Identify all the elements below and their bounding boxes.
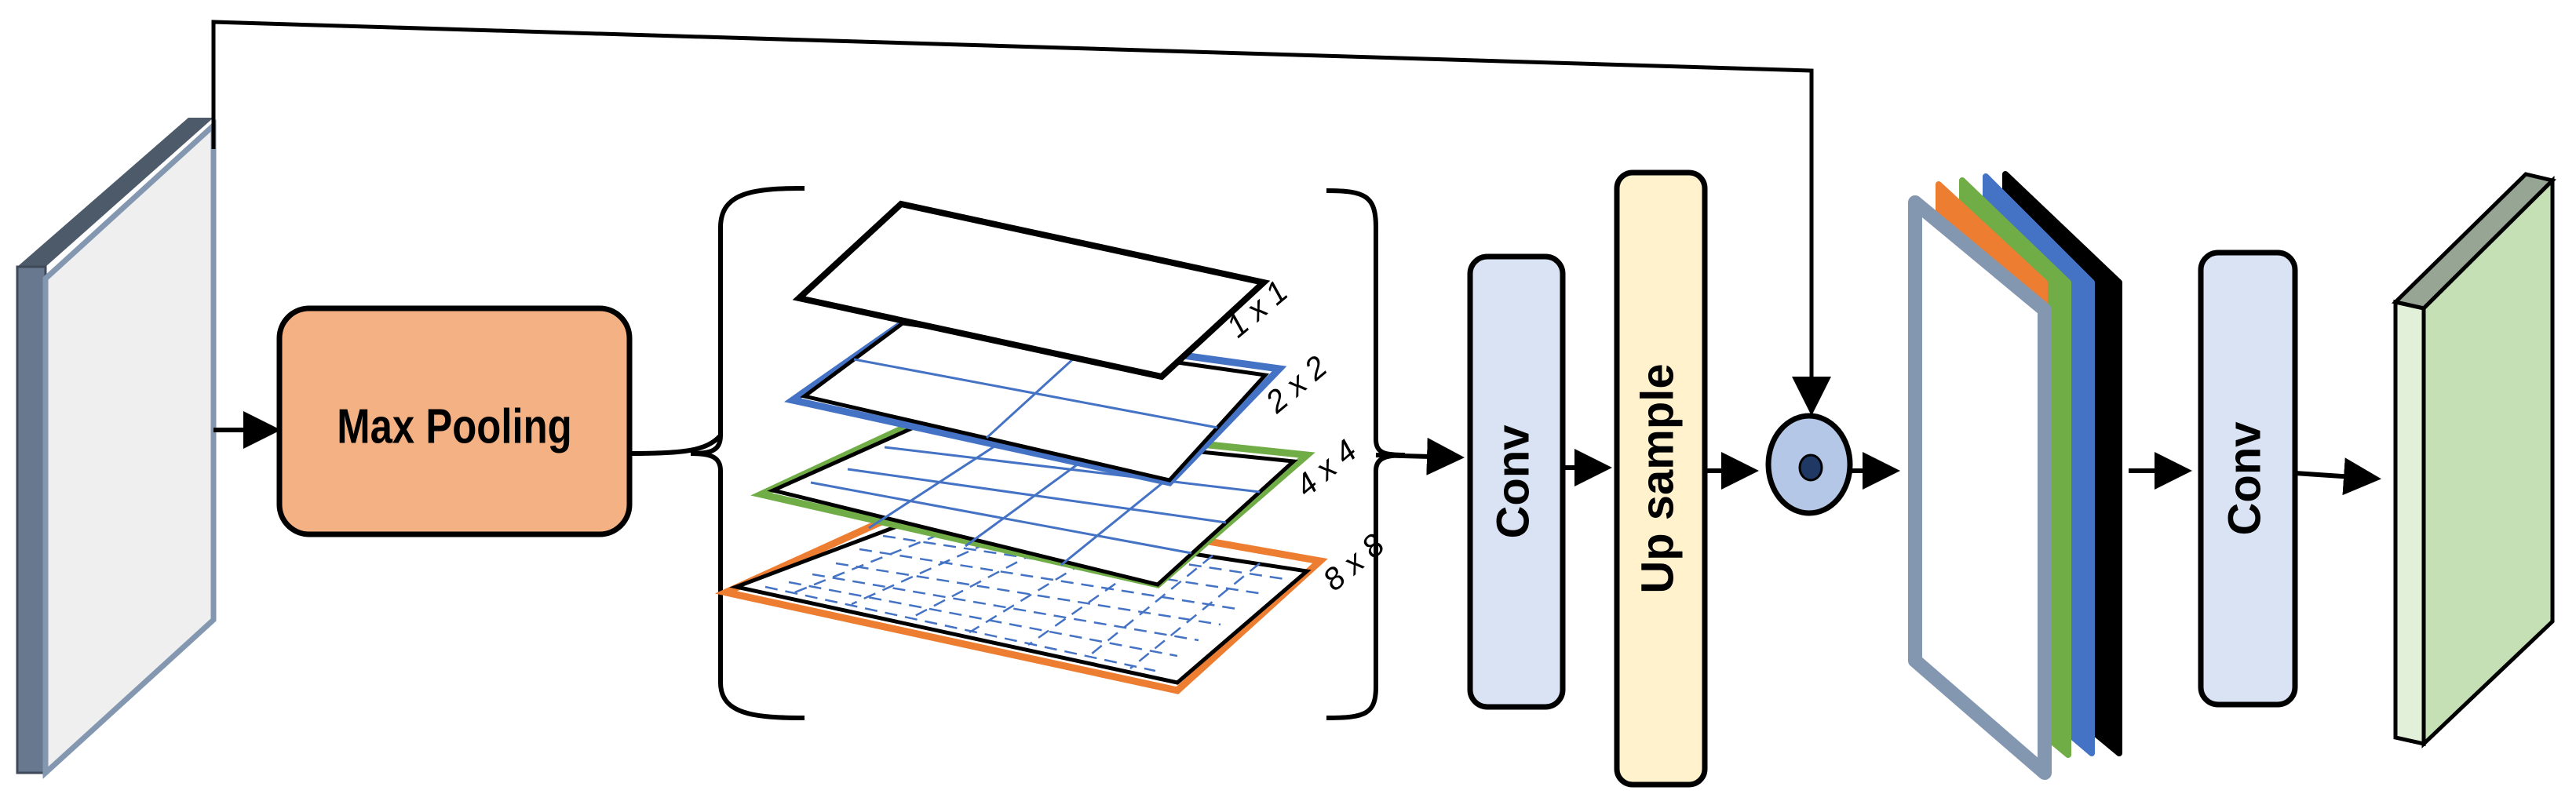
- upsample-block: Up sample: [1614, 169, 1708, 788]
- element-wise-multiply-node: [1765, 413, 1853, 516]
- conv-label-2: Conv: [2219, 422, 2270, 536]
- upsample-label: Up sample: [1632, 363, 1683, 593]
- arrow-bracket-to-conv: [1375, 437, 1465, 475]
- pool-level-8x8-label: 8 x 8: [1317, 527, 1392, 598]
- pool-level-4x4-label: 4 x 4: [1290, 433, 1364, 503]
- output-feature-map: [2391, 172, 2556, 749]
- concatenated-feature-stack: [1908, 171, 2122, 780]
- conv-block-1: Conv: [1467, 253, 1566, 710]
- conv-label-1: Conv: [1487, 425, 1538, 539]
- arrow-conv-to-output: [2294, 457, 2381, 496]
- input-feature-map: [16, 118, 217, 779]
- conv-block-2: Conv: [2198, 250, 2298, 708]
- pooling-to-bracket-connector: [629, 433, 723, 456]
- pool-level-2x2-label: 2 x 2: [1259, 349, 1334, 420]
- skip-connection-arrow: [211, 20, 1831, 416]
- max-pooling-block: Max Pooling: [276, 305, 633, 537]
- max-pooling-label: Max Pooling: [337, 400, 571, 454]
- left-bracket: [690, 186, 805, 720]
